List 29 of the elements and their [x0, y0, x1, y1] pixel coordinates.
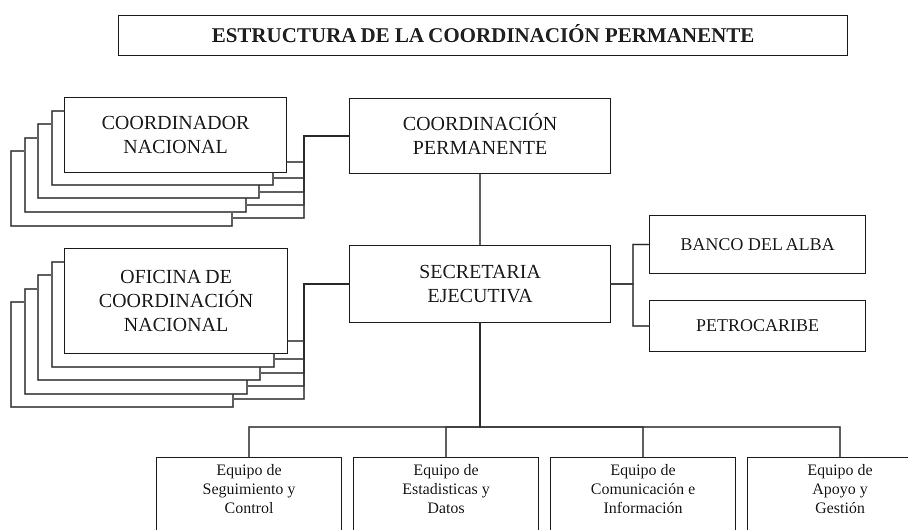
box-label: OFICINA DE COORDINACIÓN NACIONAL: [98, 265, 254, 337]
stacked-box-outline: [51, 110, 274, 186]
title-box: ESTRUCTURA DE LA COORDINACIÓN PERMANENTE: [118, 15, 848, 56]
box-label: COORDINADOR NACIONAL: [100, 111, 250, 159]
org-box: [349, 98, 611, 174]
stacked-box-outline: [24, 137, 247, 213]
connector-line: [479, 323, 841, 457]
connector-line: [611, 283, 649, 327]
box-label: SECRETARIA EJECUTIVA: [418, 260, 542, 308]
connector-line: [233, 135, 349, 219]
box-label: Equipo de Apoyo y Gestión: [806, 461, 874, 519]
connector-line: [234, 283, 349, 400]
org-box: [64, 97, 287, 173]
team-box: [156, 457, 342, 530]
box-label: BANCO DEL ALBA: [679, 234, 836, 256]
org-box: [649, 215, 866, 274]
org-box: [649, 300, 866, 352]
connector-line: [479, 174, 481, 245]
org-box: [64, 248, 288, 354]
box-label: COORDINACIÓN PERMANENTE: [402, 112, 558, 160]
stacked-box-outline: [51, 261, 275, 368]
box-label: Equipo de Seguimiento y Control: [202, 461, 296, 519]
team-box: [747, 457, 908, 530]
box-label: Equipo de Comunicación e Información: [590, 461, 696, 519]
team-box: [353, 457, 539, 530]
box-label: Equipo de Estadisticas y Datos: [401, 461, 491, 519]
team-box: [550, 457, 736, 530]
org-box: [349, 245, 611, 323]
box-label: PETROCARIBE: [694, 315, 820, 337]
